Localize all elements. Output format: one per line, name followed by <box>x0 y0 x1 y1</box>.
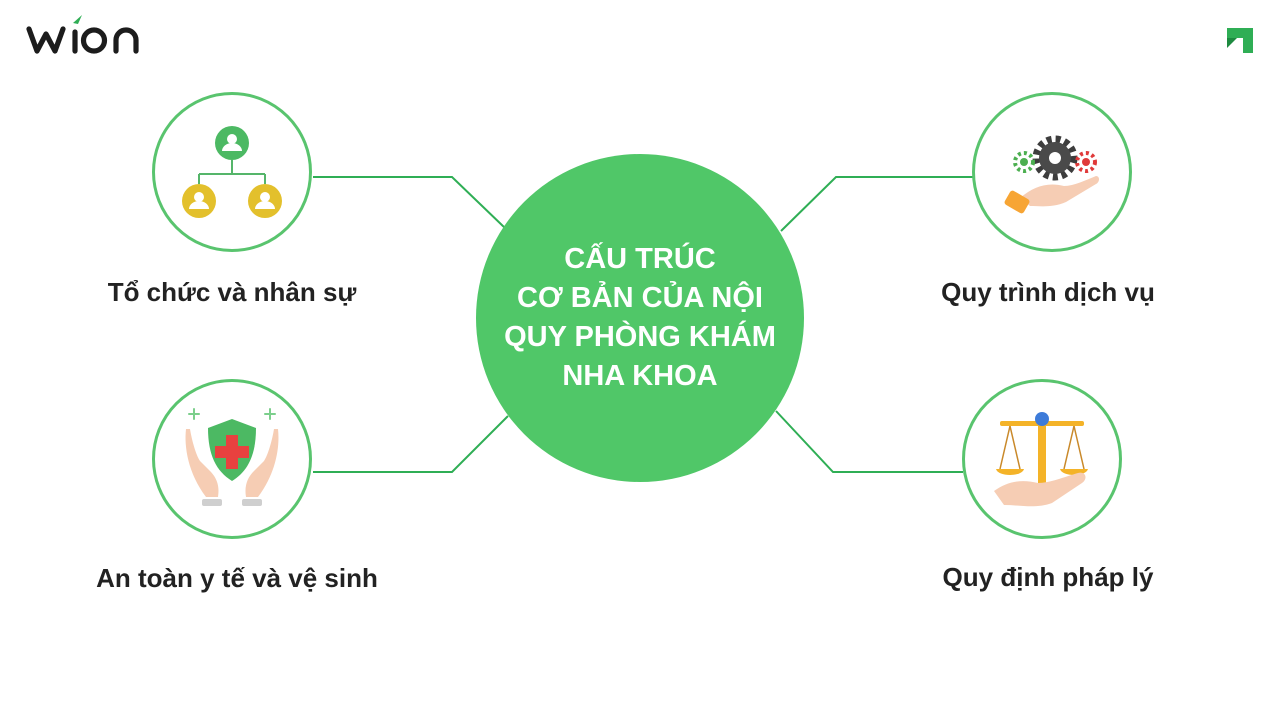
connector-bottom-right <box>775 410 963 473</box>
medical-shield-hands-icon <box>185 408 279 506</box>
connector-top-left <box>313 176 506 229</box>
node-circle-top-left[interactable] <box>152 92 312 252</box>
connector-bottom-left <box>313 415 509 473</box>
node-label-bottom-right: Quy định pháp lý <box>942 562 1154 592</box>
gears-hand-icon <box>1004 135 1099 214</box>
corner-arrow-icon <box>1227 28 1253 53</box>
node-label-top-right: Quy trình dịch vụ <box>941 277 1155 307</box>
node-circle-bottom-left[interactable] <box>152 379 312 539</box>
node-label-bottom-left: An toàn y tế và vệ sinh <box>96 563 378 593</box>
node-circle-bottom-right[interactable] <box>962 379 1122 539</box>
hub-title: CẤU TRÚC CƠ BẢN CỦA NỘI QUY PHÒNG KHÁM N… <box>504 243 776 392</box>
connector-top-right <box>780 176 974 232</box>
wion-logo[interactable] <box>26 12 158 58</box>
org-chart-icon <box>182 126 282 218</box>
node-label-top-left: Tổ chức và nhân sự <box>107 277 357 307</box>
central-hub: CẤU TRÚC CƠ BẢN CỦA NỘI QUY PHÒNG KHÁM N… <box>476 154 804 482</box>
scales-hand-icon <box>994 412 1088 507</box>
node-circle-top-right[interactable] <box>972 92 1132 252</box>
